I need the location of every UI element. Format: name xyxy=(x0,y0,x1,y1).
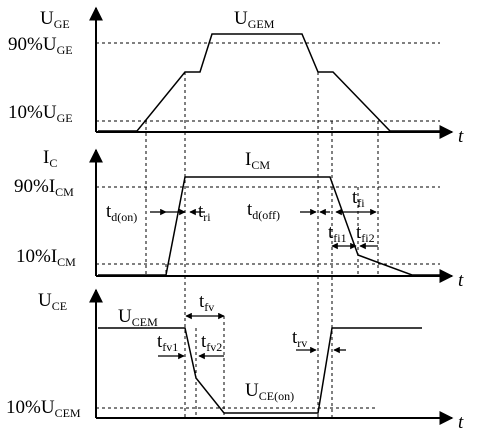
uce-panel: UCE 10%UCEM UCEM UCE(on) t tfv tfv1 tfv2… xyxy=(6,288,464,433)
uce-interval-tfv2: tfv2 xyxy=(201,331,222,354)
uce-10pct-label: 10%UCEM xyxy=(6,397,81,420)
ic-interval-td-on: td(on) xyxy=(106,201,137,224)
ic-panel: IC 90%ICM 10%ICM ICM t td(on) tri td(off… xyxy=(14,147,464,291)
uge-peak-label: UGEM xyxy=(234,8,275,31)
ic-x-label: t xyxy=(458,270,464,291)
uge-x-label: t xyxy=(458,126,464,147)
uce-interval-arrows xyxy=(158,312,346,360)
uge-10pct-label: 10%UGE xyxy=(8,102,73,125)
ic-interval-tfi2: tfi2 xyxy=(356,222,375,245)
uce-x-label: t xyxy=(458,412,464,433)
ic-interval-arrows xyxy=(150,208,378,250)
ic-interval-td-off: td(off) xyxy=(247,199,280,222)
ic-90pct-label: 90%ICM xyxy=(14,176,74,199)
uge-waveform xyxy=(98,33,440,132)
ic-interval-tfi1: tfi1 xyxy=(328,222,347,245)
ic-interval-tri: tri xyxy=(198,201,211,224)
uce-interval-tfv1: tfv1 xyxy=(157,331,178,354)
ic-interval-tfi: tfi xyxy=(352,187,365,210)
uce-y-label: UCE xyxy=(38,290,67,313)
ic-waveform xyxy=(98,176,440,276)
time-guide-lines xyxy=(145,72,379,418)
ic-y-label: IC xyxy=(43,147,57,170)
uce-interval-trv: trv xyxy=(292,327,307,350)
uce-interval-tfv: tfv xyxy=(199,291,214,314)
uce-on-label: UCE(on) xyxy=(245,380,294,403)
ic-peak-label: ICM xyxy=(245,149,270,172)
uce-peak-label: UCEM xyxy=(118,306,158,329)
uge-90pct-label: 90%UGE xyxy=(8,34,73,57)
ic-10pct-label: 10%ICM xyxy=(16,246,76,269)
uge-panel: UGE 90%UGE 10%UGE UGEM t xyxy=(8,6,464,147)
uge-y-label: UGE xyxy=(40,8,70,31)
